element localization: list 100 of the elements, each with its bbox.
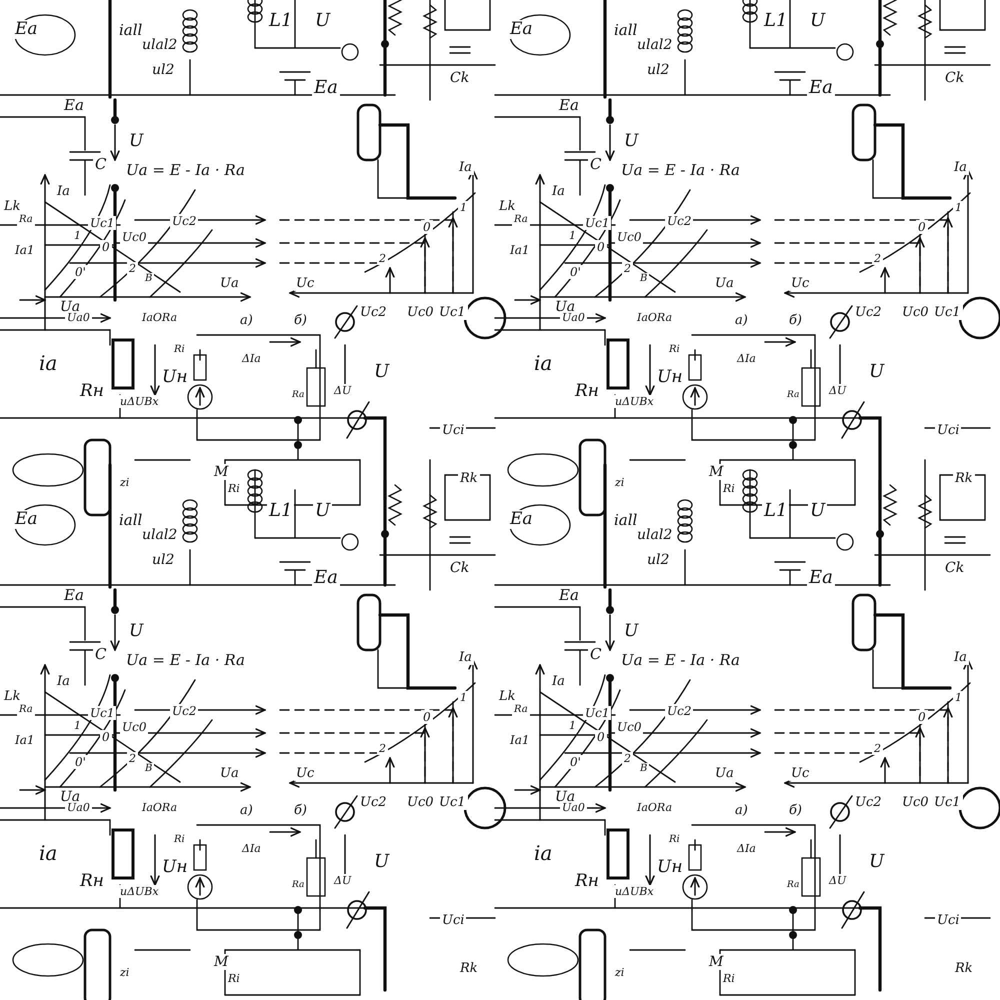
panel-label: б): [787, 313, 804, 328]
panel-label: а): [238, 803, 255, 818]
axis-label: Uc: [294, 766, 316, 781]
symbol-label: Ri: [226, 972, 242, 985]
point-label: 0: [916, 220, 928, 234]
point-label: 1: [953, 201, 964, 214]
symbol-label: Uc0: [120, 230, 148, 244]
point-label: 1: [458, 201, 469, 214]
point-label: 2: [872, 742, 883, 755]
symbol-label: Uc0: [615, 230, 644, 244]
symbol-label: Ri: [226, 482, 242, 495]
point-label: 1: [72, 719, 83, 732]
symbol-label: Uc1: [88, 706, 116, 720]
symbol-label: Ra: [17, 214, 35, 226]
symbol-label: Uc1: [437, 795, 468, 810]
symbol-label: Ia: [457, 160, 474, 175]
symbol-label: Ia: [457, 650, 474, 665]
point-label: 0': [568, 755, 583, 769]
point-label: 1: [567, 229, 578, 242]
panel-label: а): [733, 313, 750, 328]
point-label: 0: [100, 730, 112, 744]
point-label: 0: [421, 710, 433, 724]
symbol-label: zi: [118, 476, 132, 489]
point-label: 2: [622, 752, 633, 765]
symbol-label: Uc1: [437, 305, 468, 320]
axis-label: Uc: [294, 276, 316, 291]
symbol-label: Ea: [807, 568, 835, 588]
symbol-label: Ia: [952, 160, 969, 175]
panel-label: б): [787, 803, 804, 818]
symbol-label: Ia: [952, 650, 969, 665]
symbol-label: ΔIa: [735, 352, 758, 365]
symbol-label: M: [707, 464, 726, 480]
symbol-label: Ra: [512, 214, 530, 226]
symbol-label: ΔU: [827, 384, 848, 397]
symbol-label: ΔU: [827, 874, 848, 887]
point-label: 0': [73, 265, 88, 279]
symbol-label: Uc0: [615, 720, 644, 734]
symbol-label: Uc0: [120, 720, 148, 734]
symbol-label: IaORa: [635, 311, 674, 324]
symbol-label: ΔIa: [735, 842, 758, 855]
symbol-label: M: [212, 464, 230, 480]
point-label: 0: [100, 240, 112, 254]
panel-label: б): [292, 803, 310, 818]
symbol-label: Ea: [312, 78, 340, 98]
symbol-label: Uc1: [583, 706, 612, 720]
symbol-label: Ua0: [560, 311, 587, 324]
symbol-label: uΔUBx: [613, 395, 656, 408]
symbol-label: zi: [613, 476, 626, 489]
point-label: 2: [127, 752, 138, 765]
symbol-label: uΔUBx: [118, 885, 161, 898]
symbol-label: M: [707, 954, 726, 970]
symbol-label: Uc2: [665, 214, 694, 228]
symbol-label: Uc2: [170, 214, 198, 228]
panel-label: б): [292, 313, 310, 328]
symbol-label: Ea: [807, 78, 835, 98]
symbol-label: Ua0: [65, 801, 92, 814]
point-label: 0': [73, 755, 88, 769]
symbol-label: zi: [613, 966, 626, 979]
point-label: 2: [377, 252, 388, 265]
symbol-label: uΔUBx: [613, 885, 656, 898]
point-label: 0': [568, 265, 583, 279]
symbol-label: ΔU: [332, 874, 354, 887]
symbol-label: Ua0: [560, 801, 587, 814]
panel-label: а): [238, 313, 255, 328]
point-label: 2: [872, 252, 883, 265]
symbol-label: Ra: [512, 704, 530, 716]
symbol-label: Uc2: [170, 704, 198, 718]
symbol-label: Ea: [312, 568, 340, 588]
symbol-label: Uc2: [665, 704, 694, 718]
panel-label: а): [733, 803, 750, 818]
symbol-label: Uc1: [932, 795, 963, 810]
symbol-label: IaORa: [140, 311, 180, 324]
point-label: 2: [377, 742, 388, 755]
symbol-label: Ra: [17, 704, 35, 716]
symbol-label: Ri: [721, 482, 737, 495]
symbol-label: Uc1: [583, 216, 612, 230]
symbol-label: M: [212, 954, 230, 970]
point-label: 1: [953, 691, 964, 704]
axis-label: Uc: [789, 766, 812, 781]
point-label: 1: [567, 719, 578, 732]
symbol-label: Ri: [721, 972, 737, 985]
symbol-label: zi: [118, 966, 132, 979]
symbol-label: Uc1: [932, 305, 963, 320]
point-label: 0: [595, 730, 607, 744]
point-label: 0: [595, 240, 607, 254]
symbol-label: Ua0: [65, 311, 92, 324]
point-label: 2: [127, 262, 138, 275]
symbol-label: ΔU: [332, 384, 354, 397]
point-label: 0: [421, 220, 433, 234]
axis-label: Uc: [789, 276, 812, 291]
point-label: 1: [72, 229, 83, 242]
point-label: 1: [458, 691, 469, 704]
symbol-label: IaORa: [635, 801, 674, 814]
symbol-label: ΔIa: [240, 352, 263, 365]
symbol-label: IaORa: [140, 801, 180, 814]
point-label: 0: [916, 710, 928, 724]
symbol-label: Uc1: [88, 216, 116, 230]
symbol-label: ΔIa: [240, 842, 263, 855]
point-label: 2: [622, 262, 633, 275]
symbol-label: uΔUBx: [118, 395, 161, 408]
